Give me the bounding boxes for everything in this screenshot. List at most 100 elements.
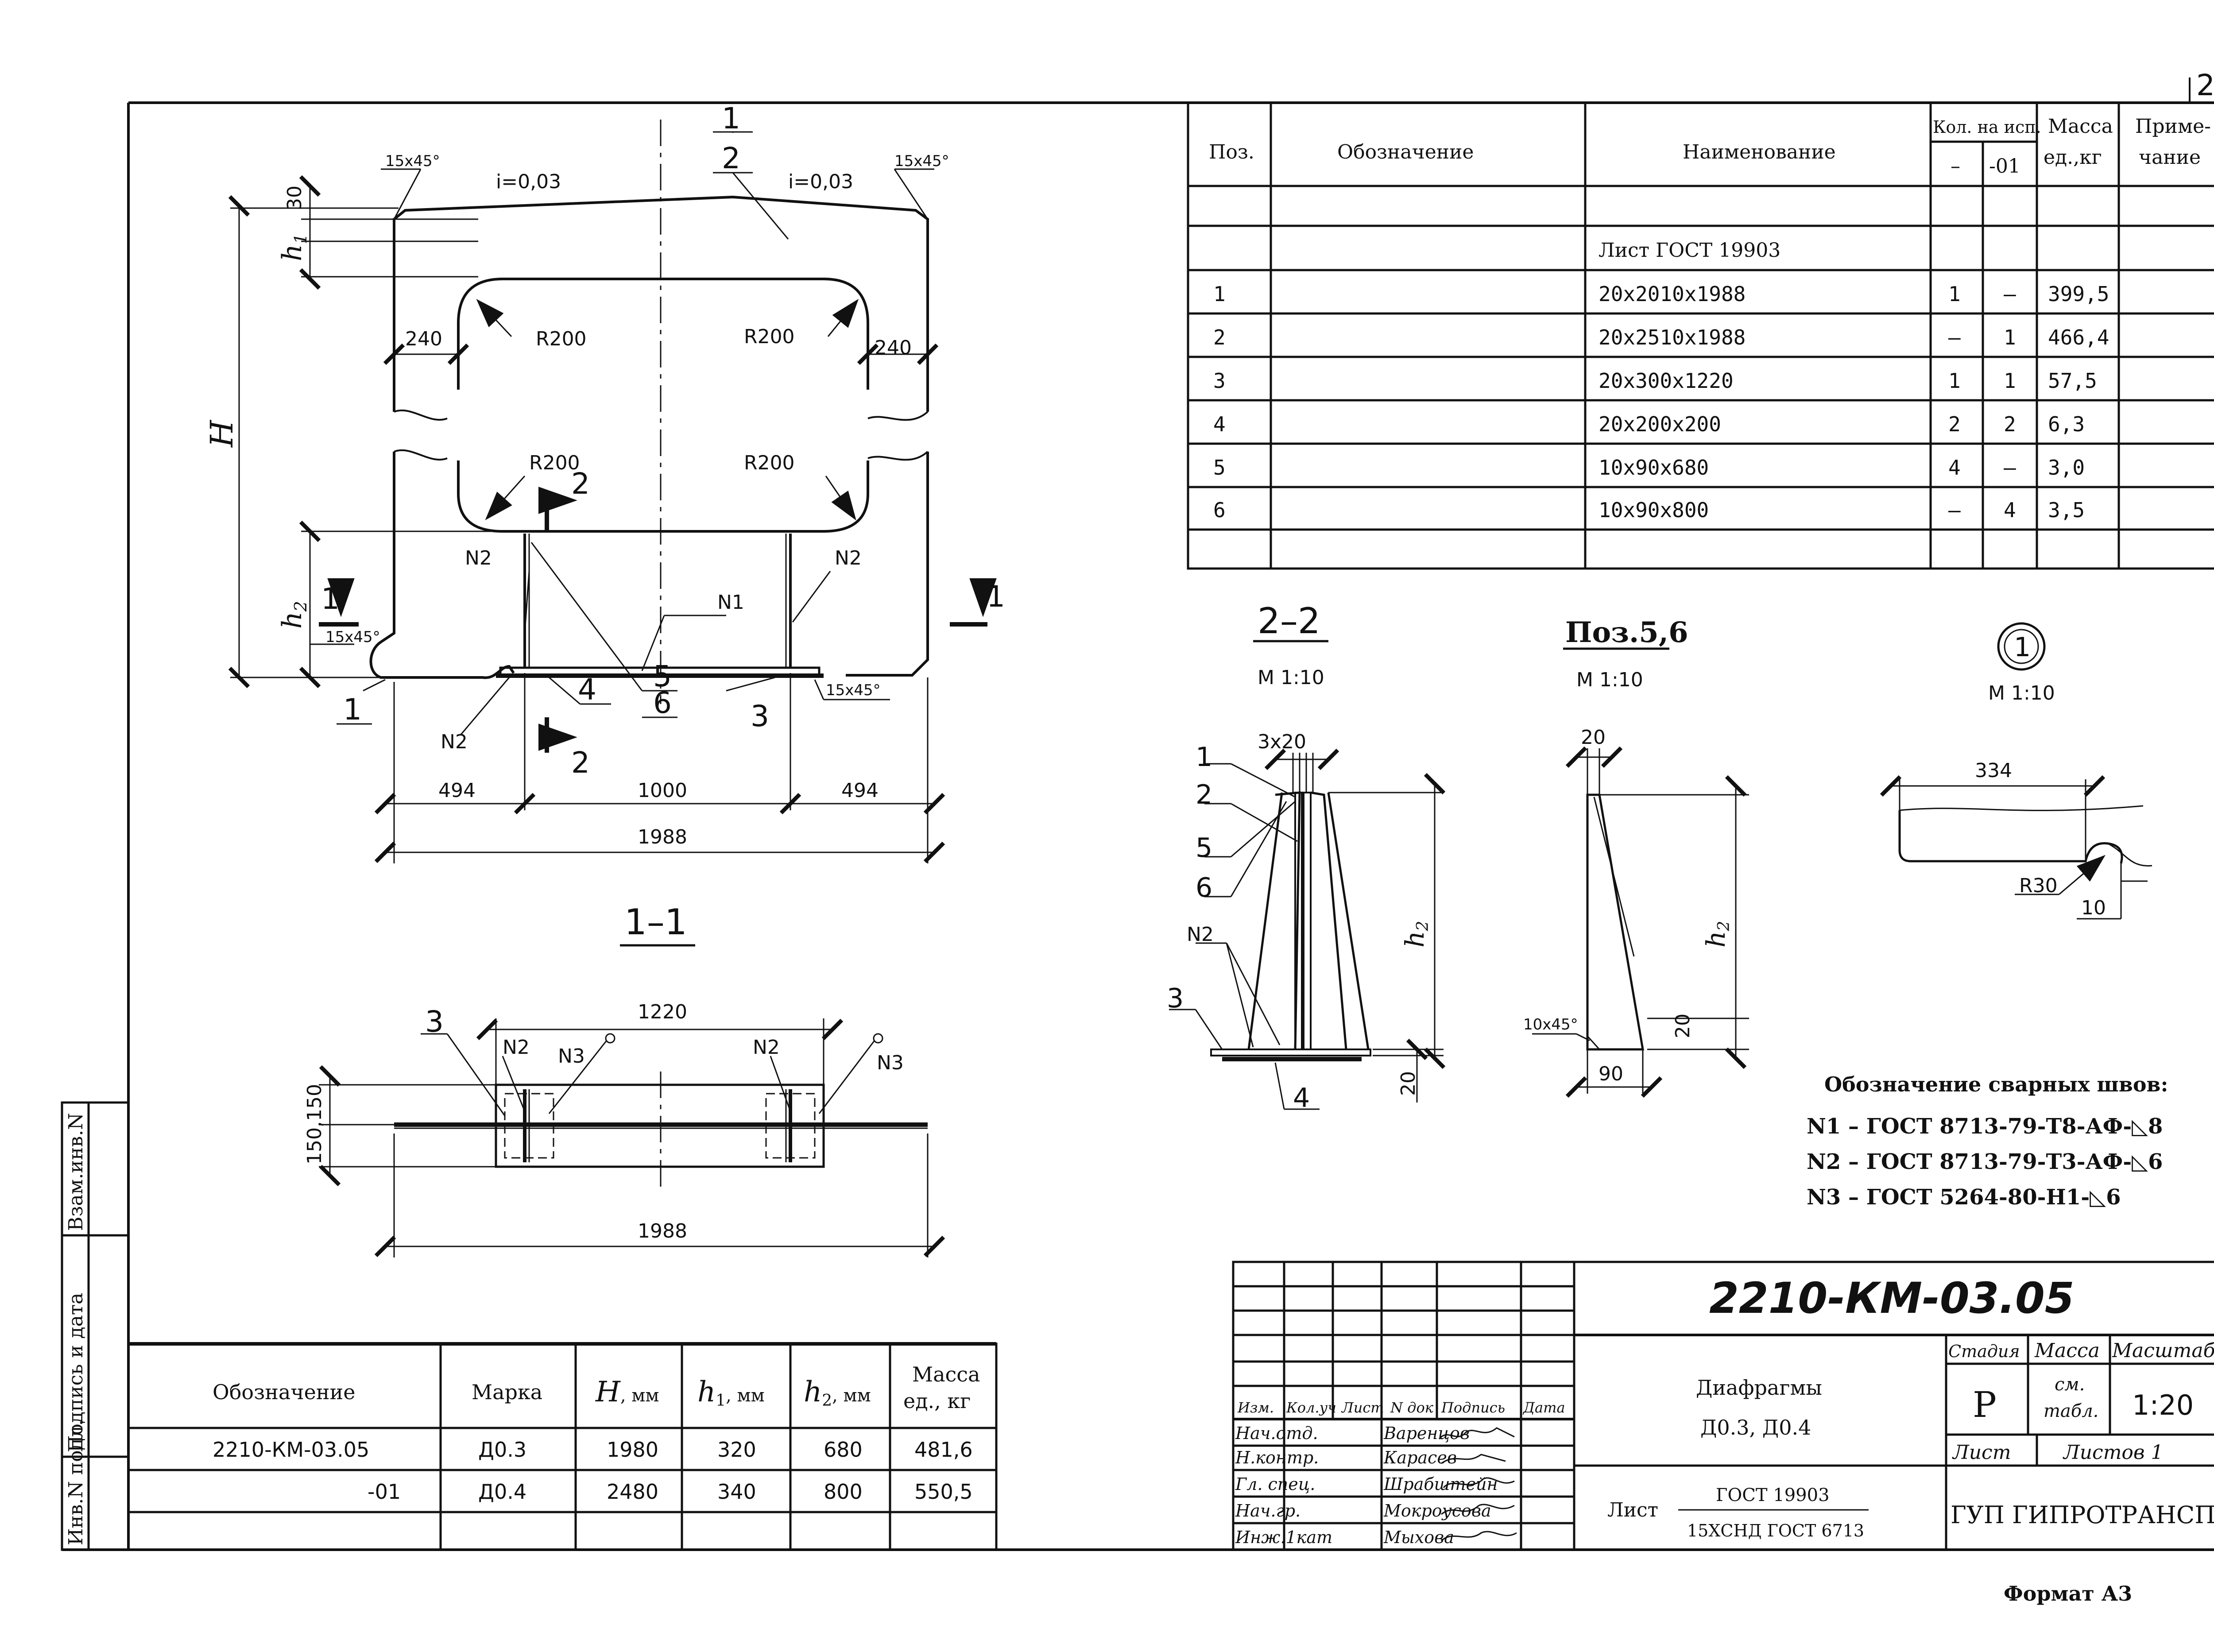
- marks-header-designation: Обозначение: [213, 1380, 355, 1404]
- pos56-scale: М 1:10: [1576, 669, 1643, 691]
- chamfer-label-tr: 15x45°: [894, 152, 949, 170]
- section-2-2-dim-20: 20: [1397, 1071, 1420, 1096]
- marks-row-mark: Д0.4: [478, 1480, 526, 1504]
- section-2-2-callout-1: 1: [1196, 742, 1212, 773]
- marks-row-H: 2480: [607, 1480, 658, 1504]
- dim-1988-main: 1988: [638, 826, 687, 848]
- spec-header-mass-1: Масса: [2048, 115, 2113, 138]
- marks-row-h2: 800: [824, 1480, 863, 1504]
- mass-value-1: см.: [2055, 1374, 2085, 1395]
- section-mark-2-bottom: 2: [571, 746, 590, 780]
- marks-header-H: H, мм: [595, 1376, 659, 1408]
- title-block-grid: [1232, 1261, 2214, 1551]
- material-prefix: Лист: [1607, 1499, 1658, 1521]
- item-title-2: Д0.3, Д0.4: [1700, 1416, 1811, 1439]
- title-block-role: Нач.гр.: [1235, 1501, 1301, 1520]
- side-stamp-inv: Инв.N подл.: [65, 1420, 87, 1545]
- spec-header-qty: Кол. на исп.: [1933, 117, 2041, 137]
- pos56-dim-20-bottom: 20: [1672, 1014, 1694, 1038]
- title-block-person: Мокроусова: [1383, 1501, 1491, 1520]
- marks-header-mass-1: Масса: [912, 1362, 980, 1386]
- callout-1-top: 1: [722, 101, 740, 135]
- radius-tl: R200: [536, 328, 587, 350]
- sheet-frame: [62, 101, 2214, 1551]
- spec-row-mass: 466,4: [2048, 325, 2109, 349]
- section-1-1-weld-n3-left: N3: [558, 1045, 585, 1068]
- pos56-dim-20-top: 20: [1581, 726, 1606, 749]
- title-block-person: Мыхова: [1383, 1528, 1454, 1547]
- detail-1-mark: [1997, 622, 2046, 671]
- spec-row-mass: 6,3: [2048, 412, 2085, 436]
- marks-header-mark: Марка: [472, 1380, 542, 1404]
- spec-row-qty-base: 2: [1948, 412, 1961, 436]
- dim-H: H: [204, 419, 240, 448]
- sheets-label: Листов 1: [2063, 1441, 2164, 1464]
- pos56-dim-h2: h2: [1701, 921, 1733, 948]
- title-block-person: Варенцов: [1383, 1424, 1470, 1443]
- spec-row-mass: 3,5: [2048, 498, 2085, 522]
- callout-3: 3: [751, 699, 769, 733]
- item-title-1: Диафрагмы: [1696, 1376, 1822, 1400]
- spec-row-qty-01: –: [2004, 456, 2016, 480]
- spec-group-title: Лист ГОСТ 19903: [1599, 239, 1780, 262]
- section-2-2-drawing: [1169, 748, 1446, 1110]
- spec-row-qty-base: 1: [1948, 282, 1961, 306]
- section-2-2-callout-3: 3: [1167, 983, 1184, 1014]
- detail-1-radius: R30: [2019, 874, 2058, 897]
- diaphragm-main-view: [369, 120, 929, 704]
- spec-row-qty-01: –: [2004, 282, 2016, 306]
- spec-row-qty-01: 1: [2004, 325, 2016, 349]
- section-2-2-callout-5: 5: [1196, 832, 1212, 863]
- section-2-2-weld-n2: N2: [1187, 923, 1214, 946]
- material-line-1: ГОСТ 19903: [1716, 1485, 1830, 1505]
- spec-header-note-2: чание: [2139, 146, 2201, 169]
- spec-row-name: 20x300x1220: [1599, 369, 1734, 393]
- sheet-number: 25: [2196, 68, 2214, 102]
- title-block-role: Инж.1кат: [1235, 1528, 1332, 1547]
- spec-row-name: 20x2010x1988: [1599, 282, 1746, 306]
- spec-row-pos: 1: [1213, 282, 1226, 306]
- section-2-2-title: 2–2: [1258, 600, 1320, 642]
- spec-row-qty-01: 4: [2004, 498, 2016, 522]
- dim-240-left: 240: [405, 328, 442, 350]
- weld-n2-bottom: N2: [441, 731, 468, 753]
- mass-label: Масса: [2034, 1339, 2100, 1362]
- dim-1000: 1000: [638, 779, 687, 802]
- marks-row-h1: 320: [717, 1438, 756, 1462]
- sheet-label: Лист: [1952, 1441, 2011, 1464]
- title-block-role: Гл. спец.: [1235, 1474, 1315, 1494]
- detail-1-scale: М 1:10: [1988, 682, 2055, 704]
- spec-row-qty-base: 4: [1948, 456, 1961, 480]
- spec-row-qty-base: 1: [1948, 369, 1961, 393]
- callout-4: 4: [578, 673, 596, 707]
- spec-header-pos: Поз.: [1209, 141, 1254, 163]
- spec-row-name: 20x2510x1988: [1599, 325, 1746, 349]
- weld-n1: N1: [717, 591, 744, 614]
- slope-label-right: i=0,03: [788, 170, 853, 193]
- section-1-1-weld-n2-left: N2: [503, 1036, 530, 1059]
- spec-row-qty-01: 1: [2004, 369, 2016, 393]
- section-mark-2-top: 2: [571, 467, 590, 501]
- weld-n2-right: N2: [835, 547, 862, 569]
- marks-header-h1: h1, мм: [697, 1376, 765, 1410]
- section-2-2-callout-2: 2: [1196, 779, 1212, 810]
- marks-header-mass-2: ед., кг: [903, 1389, 971, 1413]
- callout-1-left: 1: [343, 693, 362, 727]
- signatures: [1438, 1427, 1517, 1542]
- chamfer-label-br: 15x45°: [826, 681, 881, 699]
- spec-header-name: Наименование: [1683, 141, 1836, 163]
- title-block-col-header: Кол.уч: [1286, 1399, 1336, 1416]
- scale-value: 1:20: [2132, 1389, 2194, 1421]
- side-stamp-sign-date: Подпись и дата: [65, 1293, 87, 1452]
- detail-1-number: 1: [2014, 632, 2031, 663]
- spec-row-pos: 4: [1213, 412, 1226, 436]
- chamfer-label-tl: 15x45°: [385, 152, 440, 170]
- dim-494-left: 494: [438, 779, 476, 802]
- marks-row-designation: -01: [368, 1480, 401, 1504]
- side-stamp-vzam: Взам.инв.N: [65, 1113, 87, 1231]
- weld-legend-line: N2 – ГОСТ 8713-79-Т3-АФ-◺6: [1807, 1149, 2163, 1174]
- title-block-role: Нач.отд.: [1235, 1424, 1318, 1443]
- section-1-1-drawing: [319, 1018, 945, 1257]
- title-block-person: Карасев: [1383, 1448, 1457, 1467]
